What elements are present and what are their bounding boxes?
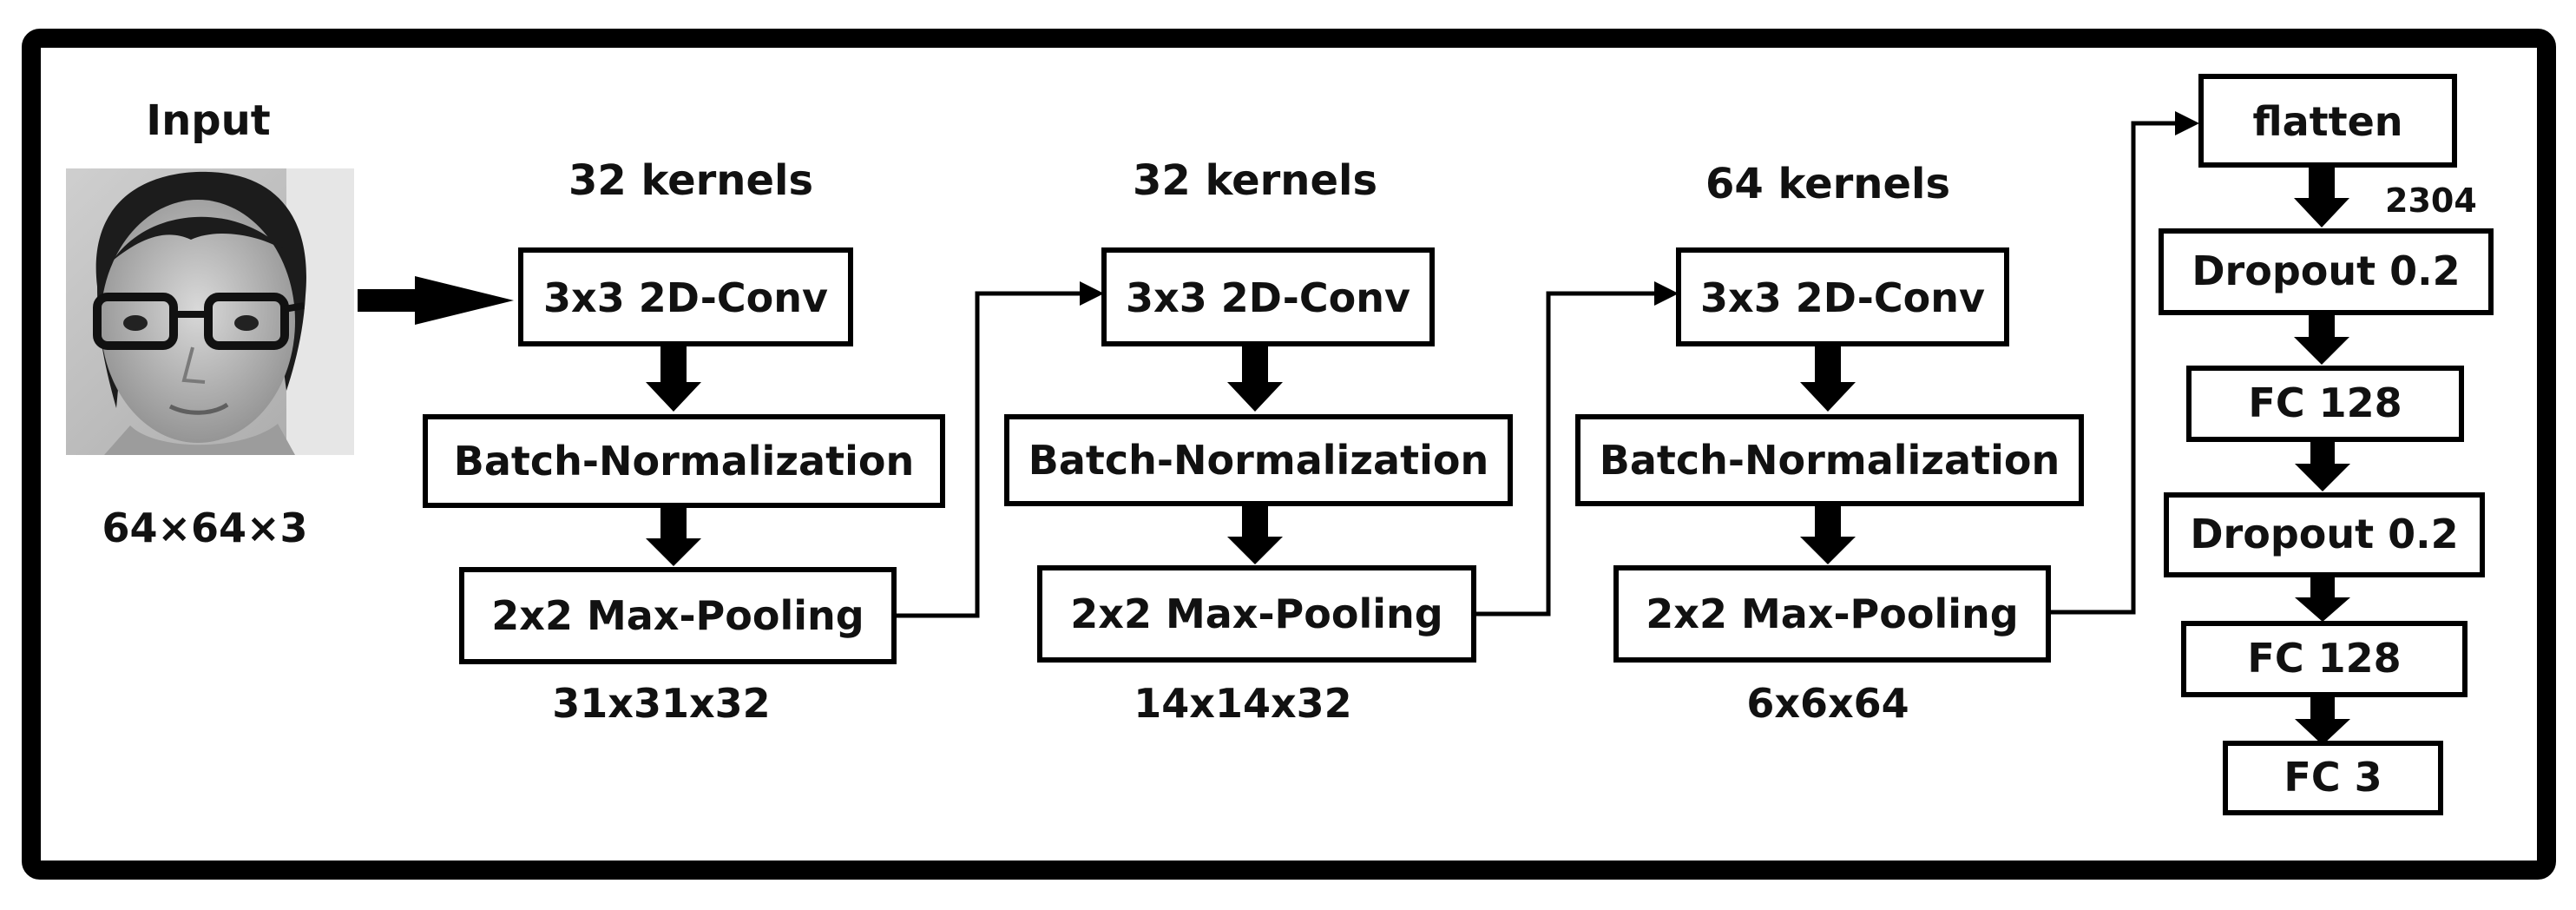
block1-bn-box bbox=[423, 414, 945, 508]
input-arrow bbox=[358, 276, 514, 325]
fc1-label: FC 128 bbox=[2248, 379, 2402, 426]
fc3-label: FC 3 bbox=[2284, 754, 2382, 801]
block3-conv-box bbox=[1676, 247, 2009, 346]
block3-arrow-bn-pool bbox=[1800, 505, 1856, 564]
input-title: Input bbox=[146, 96, 271, 145]
block1-pool-box bbox=[459, 567, 897, 664]
block2-arrow-bn-pool bbox=[1227, 505, 1283, 564]
head-arrow-4 bbox=[2295, 577, 2350, 622]
block3-output-dims: 6x6x64 bbox=[1746, 680, 1909, 727]
dropout2-box bbox=[2164, 492, 2485, 577]
dropout1-box bbox=[2159, 228, 2494, 315]
block1-arrow-conv-bn bbox=[646, 346, 701, 412]
flatten-label: flatten bbox=[2252, 98, 2402, 145]
block3-pool-label: 2x2 Max-Pooling bbox=[1646, 590, 2018, 637]
fc2-box bbox=[2181, 621, 2468, 697]
dropout1-label: Dropout 0.2 bbox=[2192, 247, 2460, 294]
block1-output-dims: 31x31x32 bbox=[552, 680, 770, 727]
block2-kernels: 32 kernels bbox=[1133, 156, 1377, 205]
block2-bn-label: Batch-Normalization bbox=[1028, 437, 1488, 484]
head-arrow-5 bbox=[2295, 696, 2350, 745]
block2-output-dims: 14x14x32 bbox=[1134, 680, 1351, 727]
connector-block1-block2 bbox=[894, 281, 1104, 618]
fc2-label: FC 128 bbox=[2247, 635, 2401, 682]
fc1-box bbox=[2186, 366, 2464, 442]
block1-arrow-bn-pool bbox=[646, 507, 701, 566]
input-face-image bbox=[66, 168, 354, 455]
input-dims: 64×64×3 bbox=[102, 504, 307, 551]
dropout2-label: Dropout 0.2 bbox=[2190, 511, 2458, 557]
block3-kernels: 64 kernels bbox=[1705, 160, 1950, 208]
block1-bn-label: Batch-Normalization bbox=[454, 438, 914, 485]
block2-pool-label: 2x2 Max-Pooling bbox=[1070, 590, 1442, 637]
block3-arrow-conv-bn bbox=[1800, 346, 1856, 412]
fc3-box bbox=[2223, 741, 2443, 815]
head-arrow-1 bbox=[2294, 167, 2349, 228]
block3-bn-box bbox=[1575, 414, 2084, 506]
head-arrow-3 bbox=[2295, 441, 2350, 491]
connector-block3-flatten bbox=[2048, 111, 2199, 615]
block1-conv-label: 3x3 2D-Conv bbox=[543, 274, 828, 321]
flatten-size: 2304 bbox=[2385, 181, 2477, 220]
connector-block2-block3 bbox=[1474, 281, 1679, 617]
flatten-box bbox=[2198, 74, 2457, 168]
head-arrow-2 bbox=[2294, 314, 2349, 365]
block2-bn-box bbox=[1004, 414, 1513, 506]
block2-pool-box bbox=[1037, 565, 1476, 663]
block3-conv-label: 3x3 2D-Conv bbox=[1700, 274, 1985, 321]
block2-conv-label: 3x3 2D-Conv bbox=[1126, 274, 1410, 321]
block1-pool-label: 2x2 Max-Pooling bbox=[491, 592, 864, 639]
block1-conv-box bbox=[518, 247, 853, 346]
block3-bn-label: Batch-Normalization bbox=[1600, 437, 2060, 484]
block1-kernels: 32 kernels bbox=[568, 156, 813, 205]
block3-pool-box bbox=[1613, 565, 2051, 663]
block2-arrow-conv-bn bbox=[1227, 346, 1283, 412]
block2-conv-box bbox=[1101, 247, 1435, 346]
